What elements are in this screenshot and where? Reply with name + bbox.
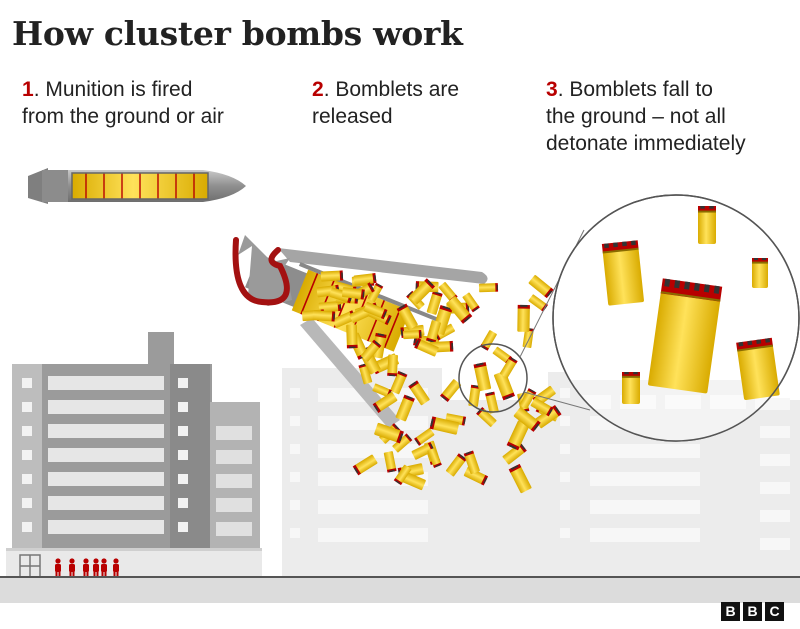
bomblet-closeup [601, 240, 644, 306]
intact-munition [28, 168, 246, 204]
bomblet-closeup [698, 206, 716, 244]
bbc-logo: B B C [721, 602, 784, 621]
step-3-caption: 3. Bomblets fall to the ground – not all… [546, 76, 796, 157]
logo-letter: C [765, 602, 784, 621]
step-text: . Munition is fired from the ground or a… [22, 78, 224, 128]
logo-letter: B [721, 602, 740, 621]
bomblet [312, 310, 336, 322]
bomblet [402, 329, 422, 340]
bomblet [320, 270, 344, 282]
zoom-callout [458, 194, 800, 442]
bomblet-closeup [622, 372, 640, 404]
logo-letter: B [743, 602, 762, 621]
bomblet [387, 354, 399, 377]
bomblet [528, 274, 554, 299]
bomblet-closeup [752, 258, 768, 288]
ground [0, 577, 800, 603]
burst-munition [232, 235, 488, 428]
step-number: 3 [546, 78, 558, 101]
page-title: How cluster bombs work [12, 14, 463, 53]
bomblet [480, 329, 498, 351]
step-2-caption: 2. Bomblets are released [312, 76, 459, 130]
step-number: 1 [22, 78, 34, 101]
step-number: 2 [312, 78, 324, 101]
bomblet [517, 304, 530, 332]
bomblet [439, 378, 462, 402]
step-1-caption: 1. Munition is fired from the ground or … [22, 76, 224, 130]
grey-building [6, 332, 262, 578]
people [55, 558, 119, 577]
step-text: . Bomblets fall to the ground – not all … [546, 78, 746, 155]
bomblet-closeup [648, 278, 723, 394]
step-text: . Bomblets are released [312, 78, 460, 128]
bomblet-closeup [736, 337, 780, 400]
bomblet [478, 283, 499, 293]
bomblet [346, 324, 358, 349]
